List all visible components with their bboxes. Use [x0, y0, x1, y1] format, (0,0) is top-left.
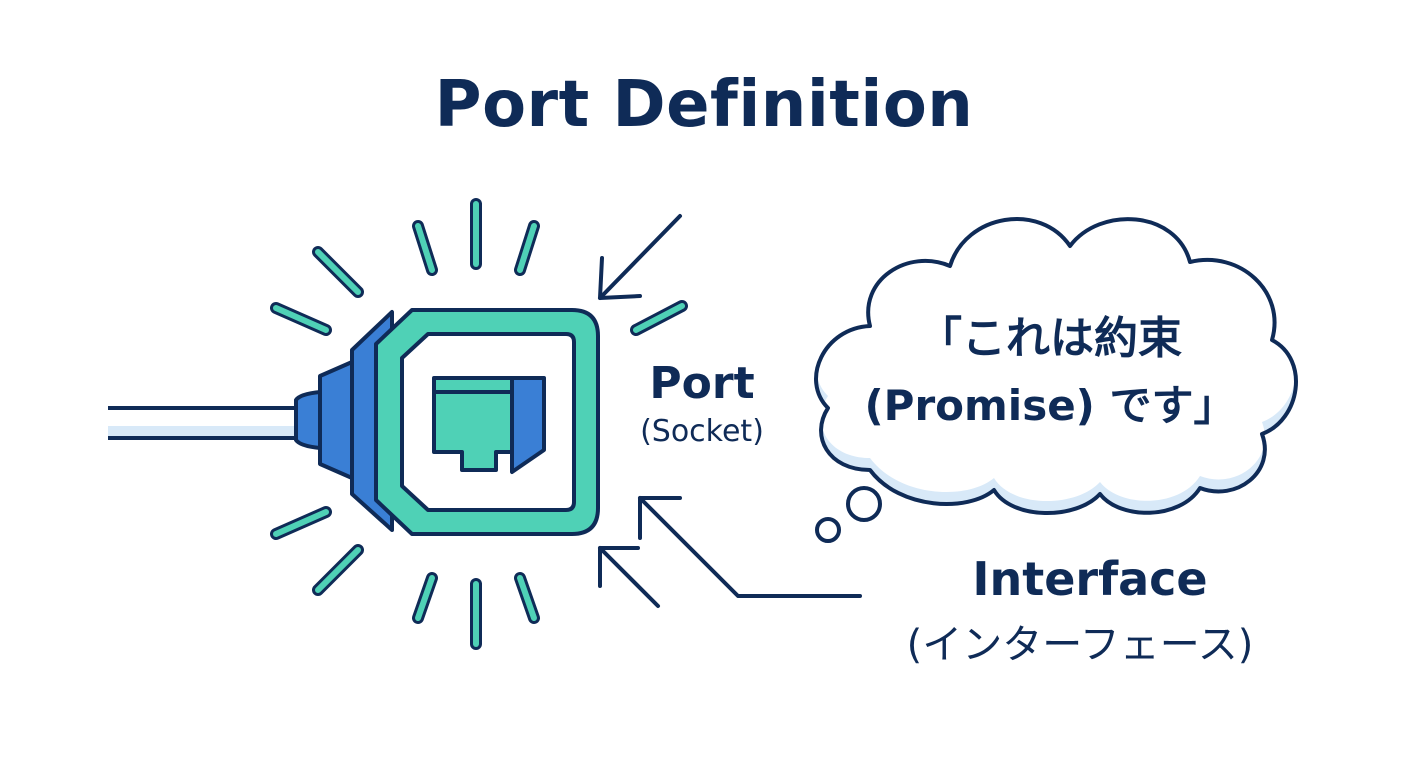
arrow-icon — [598, 214, 682, 300]
bubble-text-line2: (Promise) です」 — [864, 381, 1236, 430]
arrow-icon — [638, 496, 862, 598]
cable — [108, 406, 300, 440]
port-label: Port — [649, 358, 755, 409]
glow-rays — [270, 198, 688, 650]
port-socket-icon — [374, 308, 600, 536]
arrow-icon — [598, 546, 660, 608]
page-title: Port Definition — [434, 68, 974, 142]
interface-sublabel: (インターフェース) — [906, 622, 1254, 668]
bubble-text-line1: 「これは約束 — [918, 313, 1182, 364]
thought-bubble — [814, 207, 1298, 543]
interface-label: Interface — [972, 552, 1208, 606]
port-sublabel: (Socket) — [640, 414, 764, 449]
